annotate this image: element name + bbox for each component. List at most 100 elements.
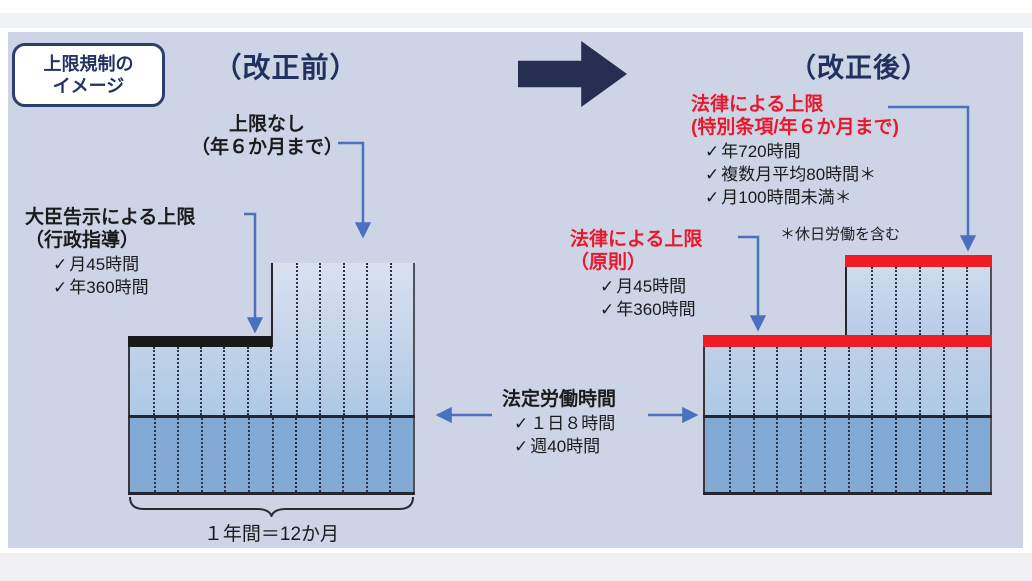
before-overtime-block	[128, 347, 272, 415]
bottom-margin-strip	[0, 553, 1032, 581]
month-divider	[895, 418, 897, 492]
minister-subtitle: （行政指導）	[25, 230, 140, 251]
after-special-block	[845, 267, 992, 335]
month-divider	[153, 347, 156, 415]
no-limit-line2: （年６か月まで）	[190, 137, 343, 158]
minister-items: ✓月45時間✓年360時間	[53, 254, 195, 298]
check-item-text: 週40時間	[530, 437, 601, 456]
month-divider	[966, 347, 969, 415]
year-brace	[129, 496, 414, 517]
top-margin-strip	[0, 13, 1032, 28]
month-divider	[918, 347, 921, 415]
figure-panel: 上限規制の イメージ （改正前） （改正後） 上限なし （年６か月まで） 大臣告…	[8, 32, 1023, 548]
check-item: ✓年720時間	[705, 141, 899, 162]
after-principle-red-cap	[703, 335, 992, 347]
badge-line1: 上限規制の	[43, 54, 134, 74]
month-divider	[728, 347, 731, 415]
law-special-subtitle: (特別条項/年６か月まで)	[691, 117, 899, 138]
check-item-text: 年360時間	[616, 300, 696, 319]
check-icon: ✓	[600, 277, 615, 296]
check-item-text: 年360時間	[69, 278, 149, 297]
check-item: ✓週40時間	[514, 436, 616, 457]
check-icon: ✓	[53, 278, 68, 297]
month-divider	[246, 347, 249, 415]
month-divider	[942, 267, 945, 335]
check-item: ✓年360時間	[53, 277, 195, 298]
transition-arrow-icon	[518, 41, 627, 107]
check-icon: ✓	[705, 165, 720, 184]
before-black-cap-bar	[128, 336, 272, 347]
check-icon: ✓	[514, 414, 529, 433]
month-divider	[295, 263, 298, 415]
month-divider	[200, 418, 203, 492]
month-divider	[153, 418, 156, 492]
after-special-red-cap	[845, 255, 992, 267]
legend-badge: 上限規制の イメージ	[12, 43, 165, 107]
check-icon: ✓	[600, 300, 615, 319]
month-divider	[752, 347, 755, 415]
check-icon: ✓	[514, 437, 529, 456]
month-divider	[176, 347, 179, 415]
month-divider	[847, 418, 850, 492]
month-divider	[942, 418, 945, 492]
month-divider	[870, 267, 873, 335]
check-item: ✓月45時間	[600, 276, 702, 297]
check-item-text: 月100時間未満＊	[721, 188, 852, 207]
after-statutory-block	[703, 418, 992, 492]
check-icon: ✓	[705, 188, 720, 207]
badge-line2: イメージ	[52, 76, 125, 96]
month-divider	[894, 267, 897, 335]
month-divider	[776, 418, 779, 492]
year-equals-12-months-label: １年間＝12か月	[203, 524, 340, 545]
month-divider	[895, 347, 897, 415]
month-divider	[223, 347, 226, 415]
month-divider	[200, 347, 202, 415]
minister-title: 大臣告示による上限	[25, 207, 196, 228]
law-special-items: ✓年720時間✓複数月平均80時間＊✓月100時間未満＊	[705, 141, 899, 208]
check-item: ✓年360時間	[600, 299, 702, 320]
law-principle-items: ✓月45時間✓年360時間	[600, 276, 702, 320]
law-special-title: 法律による上限	[691, 94, 824, 115]
before-no-limit-block	[272, 263, 415, 415]
annotation-minister-notice: 大臣告示による上限 （行政指導） ✓月45時間✓年360時間	[25, 206, 195, 298]
month-divider	[365, 418, 368, 492]
month-divider	[271, 418, 274, 492]
check-item: ✓複数月平均80時間＊	[705, 164, 899, 185]
month-divider	[823, 347, 826, 415]
after-statutory-line	[703, 415, 992, 418]
law-principle-title: 法律による上限	[570, 229, 703, 250]
check-item-text: 複数月平均80時間＊	[721, 165, 877, 184]
month-divider	[366, 263, 368, 415]
title-before-revision: （改正前）	[213, 52, 359, 83]
month-divider	[295, 418, 298, 492]
annotation-law-principle: 法律による上限 （原則） ✓月45時間✓年360時間	[570, 228, 702, 320]
month-divider	[752, 418, 755, 492]
month-divider	[389, 418, 392, 492]
month-divider	[823, 418, 826, 492]
before-statutory-line	[128, 415, 415, 418]
statutory-title: 法定労働時間	[502, 389, 617, 410]
month-divider	[966, 418, 969, 492]
check-icon: ✓	[53, 255, 68, 274]
month-divider	[847, 347, 850, 415]
month-divider	[177, 418, 180, 492]
check-item: ✓月100時間未満＊	[705, 187, 899, 208]
month-divider	[342, 418, 345, 492]
month-divider	[389, 263, 392, 415]
chart-after-revision	[703, 255, 992, 495]
before-no-limit-left-edge	[271, 263, 273, 347]
month-divider	[318, 418, 321, 492]
check-item-text: 月45時間	[616, 277, 687, 296]
statutory-items: ✓１日８時間✓週40時間	[514, 413, 616, 457]
month-divider	[247, 418, 250, 492]
annotation-no-limit: 上限なし （年６か月まで）	[162, 113, 372, 159]
check-item-text: 年720時間	[721, 142, 801, 161]
month-divider	[800, 418, 802, 492]
month-divider	[966, 267, 969, 335]
month-divider	[942, 347, 945, 415]
no-limit-line1: 上限なし	[228, 114, 305, 135]
month-divider	[918, 418, 921, 492]
after-baseline	[703, 492, 992, 495]
title-after-revision: （改正後）	[789, 53, 929, 83]
